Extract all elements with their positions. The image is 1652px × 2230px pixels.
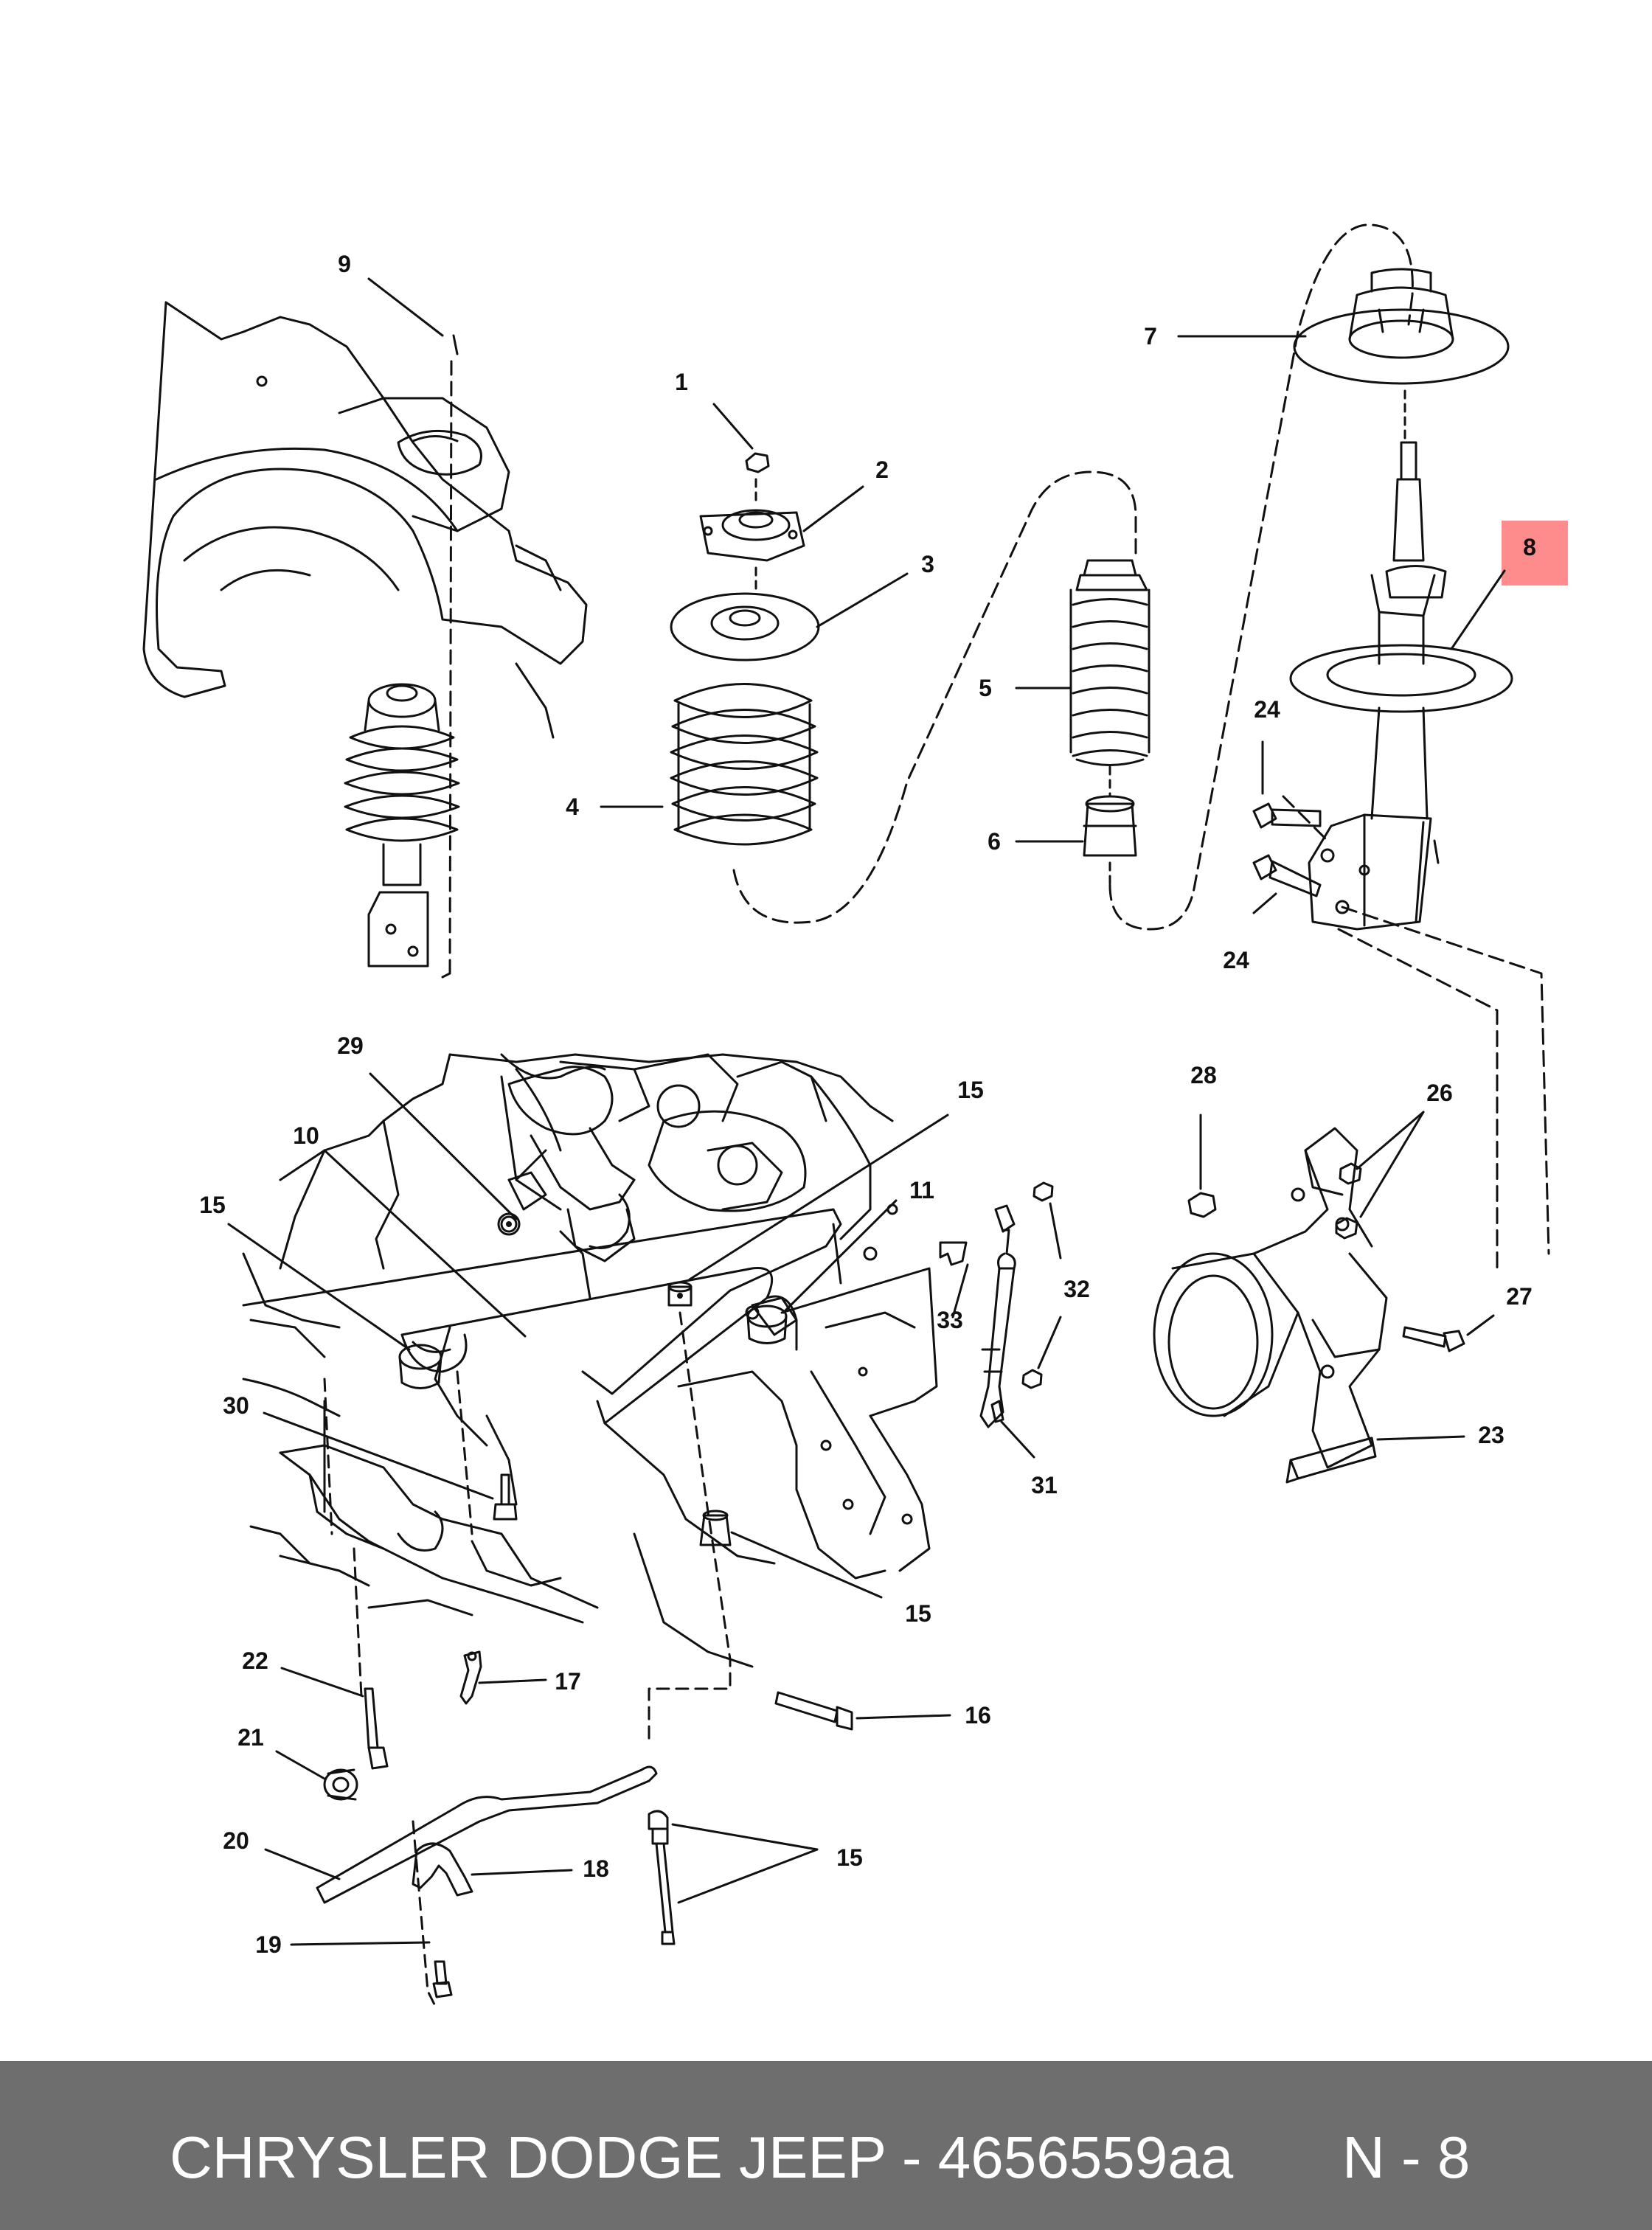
callout-11: 11: [909, 1177, 934, 1203]
callout-15-top: 15: [957, 1077, 984, 1103]
diagram-artwork: [142, 223, 1550, 2007]
callout-27: 27: [1506, 1283, 1533, 1310]
strut-assembly: [1289, 441, 1513, 931]
stabilizer-link: [939, 1181, 1054, 1428]
callout-19: 19: [255, 1931, 282, 1958]
callout-2: 2: [875, 456, 889, 483]
callout-14: 15: [199, 1192, 226, 1218]
callout-24-lower: 24: [1223, 947, 1249, 973]
dust-boot-and-bumper: [1069, 223, 1414, 931]
steering-knuckle: [1153, 1127, 1388, 1484]
callout-33: 33: [937, 1307, 963, 1333]
callout-18: 18: [583, 1855, 609, 1882]
callout-10: 10: [293, 1122, 319, 1149]
callout-9: 9: [338, 251, 351, 277]
callout-29: 29: [337, 1032, 364, 1059]
callout-30: 30: [223, 1392, 249, 1419]
callout-28: 28: [1190, 1062, 1217, 1088]
callout-24-upper: 24: [1254, 696, 1280, 723]
cradle-control-arm-assembly: [242, 1053, 938, 2007]
callout-4: 4: [566, 793, 579, 820]
callout-6: 6: [988, 828, 1001, 855]
callout-3: 3: [921, 551, 934, 577]
callout-17: 17: [555, 1668, 581, 1695]
callout-8: 8: [1523, 534, 1536, 560]
exploded-parts-diagram: 9 1 2 3 4 5 6 7 8 24 24 28 26 27 23 29 1…: [142, 223, 1568, 2007]
part-caption: CHRYSLER DODGE JEEP - 4656559aa: [170, 2125, 1234, 2190]
callout-16: 16: [965, 1702, 991, 1729]
callout-21: 21: [237, 1724, 264, 1751]
callout-15-bottom: 15: [836, 1844, 863, 1871]
fender-strut-assembly: [142, 301, 588, 979]
strut-bolts: [1252, 795, 1550, 1270]
leader-lines: [227, 277, 1506, 1946]
callout-1: 1: [675, 369, 688, 395]
callout-32: 32: [1063, 1276, 1090, 1302]
callout-5: 5: [979, 675, 992, 701]
highlight-callout-8: [1502, 521, 1568, 586]
upper-spring-seat: [1293, 268, 1510, 444]
callout-7: 7: [1144, 323, 1157, 350]
callout-22: 22: [242, 1647, 268, 1674]
nut-28-shape: [1187, 1192, 1217, 1218]
callout-31: 31: [1031, 1472, 1058, 1498]
callout-20: 20: [223, 1827, 249, 1854]
strut-mount-stack: [670, 452, 820, 846]
callout-23: 23: [1478, 1422, 1504, 1448]
callout-15-middle: 15: [905, 1600, 931, 1627]
page-number: N - 8: [1342, 2125, 1471, 2190]
caption-bar: CHRYSLER DODGE JEEP - 4656559aa N - 8: [0, 2061, 1652, 2230]
callout-26: 26: [1426, 1080, 1453, 1106]
